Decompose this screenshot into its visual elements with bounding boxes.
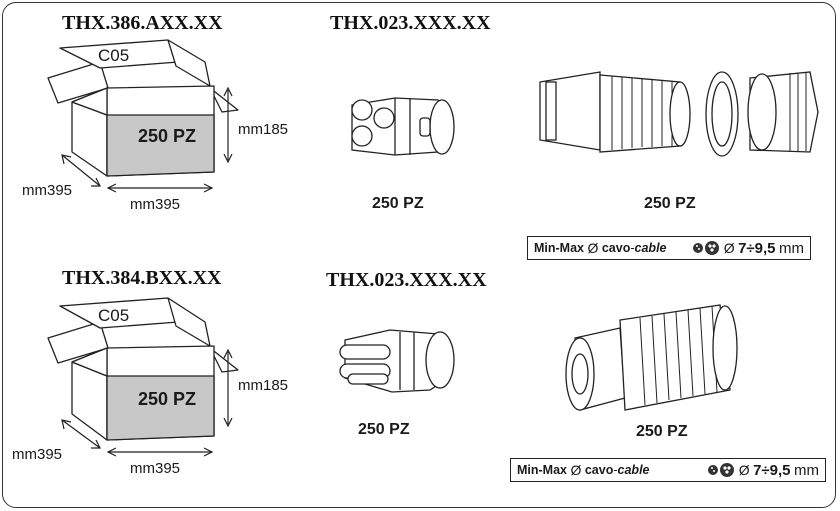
cable-range: 7÷9,5 — [753, 461, 791, 479]
width-dim-1: mm395 — [130, 196, 181, 213]
cable-word-it: cable — [634, 241, 667, 255]
cable-range-box-1: Min-Max Ø cavo - cable Ø 7÷9,5 mm — [527, 236, 811, 260]
diameter-symbol-2: Ø — [723, 240, 735, 256]
height-dim-1: mm185 — [238, 121, 289, 138]
gland-qty-2: 250 PZ — [636, 423, 688, 440]
part-qty-2: 250 PZ — [358, 421, 410, 438]
cable-dash: - — [630, 241, 635, 255]
gland-qty-1: 250 PZ — [644, 195, 696, 212]
part-qty-1: 250 PZ — [372, 195, 424, 212]
part-code-1: THX.023.XXX.XX — [330, 12, 491, 34]
pin-layout-icon — [708, 463, 735, 477]
width-dim-2: mm395 — [130, 460, 181, 477]
diameter-symbol: Ø — [570, 462, 582, 478]
depth-dim-1: mm395 — [22, 182, 73, 199]
cable-range-box-2: Min-Max Ø cavo - cable Ø 7÷9,5 mm — [510, 458, 826, 482]
cable-word: cavo — [601, 241, 631, 255]
cable-prefix: Min-Max — [534, 241, 584, 255]
box-label-1: C05 — [98, 46, 130, 65]
box-code-1: THX.386.AXX.XX — [62, 12, 223, 34]
diameter-symbol: Ø — [587, 240, 599, 256]
height-dim-2: mm185 — [238, 377, 289, 394]
cable-word: cavo — [584, 463, 614, 477]
box-label-2: C05 — [98, 306, 130, 325]
cable-unit: mm — [779, 239, 804, 257]
cable-dash: - — [613, 463, 618, 477]
box-qty-2: 250 PZ — [138, 389, 197, 409]
part-code-2: THX.023.XXX.XX — [326, 269, 487, 291]
box-qty-1: 250 PZ — [138, 126, 197, 146]
diameter-symbol-2: Ø — [738, 462, 750, 478]
box-code-2: THX.384.BXX.XX — [62, 267, 222, 289]
pin-layout-icon — [693, 241, 720, 255]
cable-unit: mm — [794, 461, 819, 479]
cable-prefix: Min-Max — [517, 463, 567, 477]
cable-range: 7÷9,5 — [738, 239, 776, 257]
cable-word-it: cable — [617, 463, 650, 477]
depth-dim-2: mm395 — [12, 446, 63, 463]
